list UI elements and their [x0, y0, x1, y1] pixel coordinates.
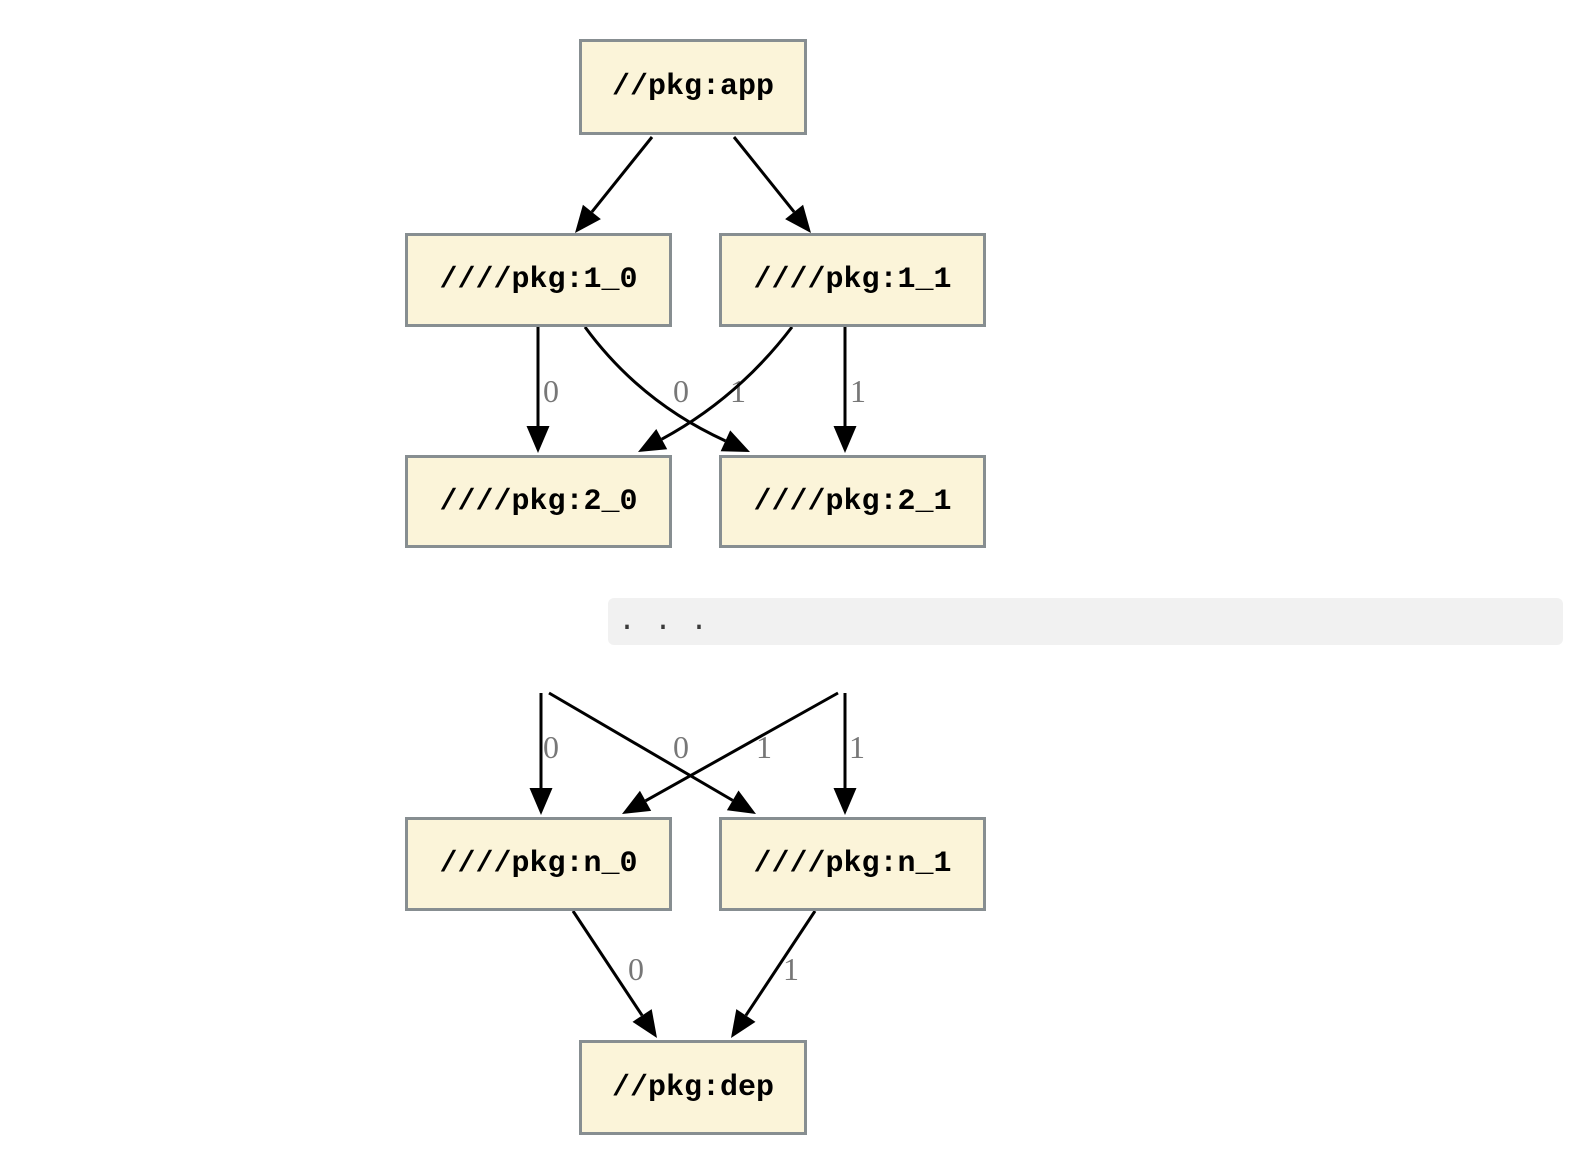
node-label: ////pkg:1_1 [753, 263, 952, 297]
arrowhead-icon [833, 426, 857, 453]
code-ellipsis-block: . . . [608, 598, 1563, 645]
arrowhead-icon [632, 1009, 657, 1038]
node-label: ////pkg:2_0 [439, 484, 638, 519]
edge-1_1-to-2_1: 1 [833, 327, 866, 453]
arrowhead-icon [785, 204, 811, 233]
node-label: ////pkg:2_1 [753, 484, 952, 519]
edge-1_1-to-2_0: 0 [638, 326, 794, 452]
edge-label: 0 [628, 951, 644, 987]
edge-line [548, 691, 734, 802]
arrowhead-icon [638, 429, 668, 452]
edge-1_0-to-2_1: 1 [583, 326, 750, 452]
node-dep: //pkg:dep [579, 1040, 807, 1135]
edge-label: 0 [673, 373, 689, 409]
edge-label: 0 [543, 373, 559, 409]
node-1_1: ////pkg:1_1 [719, 233, 986, 327]
edge-label: 0 [543, 729, 559, 765]
node-n_0: ////pkg:n_0 [405, 817, 672, 911]
edge-label: 1 [730, 373, 746, 409]
edge-line [583, 326, 727, 443]
arrowhead-icon [529, 788, 553, 815]
node-2_0: ////pkg:2_0 [405, 455, 672, 548]
edge-app-to-1_0 [575, 136, 654, 233]
edge-line [644, 691, 839, 803]
edge-n_0-to-dep: 0 [571, 910, 657, 1038]
edge-app-to-1_1 [732, 136, 811, 233]
edge-line [590, 136, 654, 213]
arrowhead-icon [575, 204, 601, 233]
edge-prev_0-to-n_0: 0 [529, 693, 559, 815]
node-label: //pkg:dep [611, 1070, 775, 1105]
arrowhead-icon [526, 426, 550, 453]
node-n_1: ////pkg:n_1 [719, 817, 986, 911]
edge-prev_0-to-n_1: 1 [548, 691, 772, 814]
node-label: //pkg:app [611, 70, 775, 104]
node-2_1: ////pkg:2_1 [719, 455, 986, 548]
edge-1_0-to-2_0: 0 [526, 327, 559, 453]
arrowhead-icon [833, 788, 857, 815]
edge-label: 1 [850, 373, 866, 409]
node-label: ////pkg:n_1 [753, 847, 952, 881]
edge-line [744, 910, 817, 1017]
edge-line [732, 136, 796, 213]
node-label: ////pkg:n_0 [439, 847, 638, 881]
node-label: ////pkg:1_0 [439, 263, 638, 297]
edge-label: 1 [756, 729, 772, 765]
node-app: //pkg:app [579, 39, 807, 135]
edge-line [661, 326, 794, 441]
arrowhead-icon [622, 790, 652, 814]
edge-label: 1 [849, 729, 865, 765]
edge-prev_1-to-n_0: 0 [622, 691, 839, 814]
edge-prev_1-to-n_1: 1 [833, 693, 865, 815]
arrowhead-icon [731, 1009, 756, 1038]
node-1_0: ////pkg:1_0 [405, 233, 672, 327]
arrowhead-icon [726, 790, 756, 814]
edge-label: 1 [783, 951, 799, 987]
edge-n_1-to-dep: 1 [731, 910, 817, 1038]
arrowhead-icon [720, 430, 750, 452]
ellipsis-text: . . . [618, 604, 709, 639]
edge-line [571, 910, 644, 1017]
edge-label: 0 [673, 729, 689, 765]
